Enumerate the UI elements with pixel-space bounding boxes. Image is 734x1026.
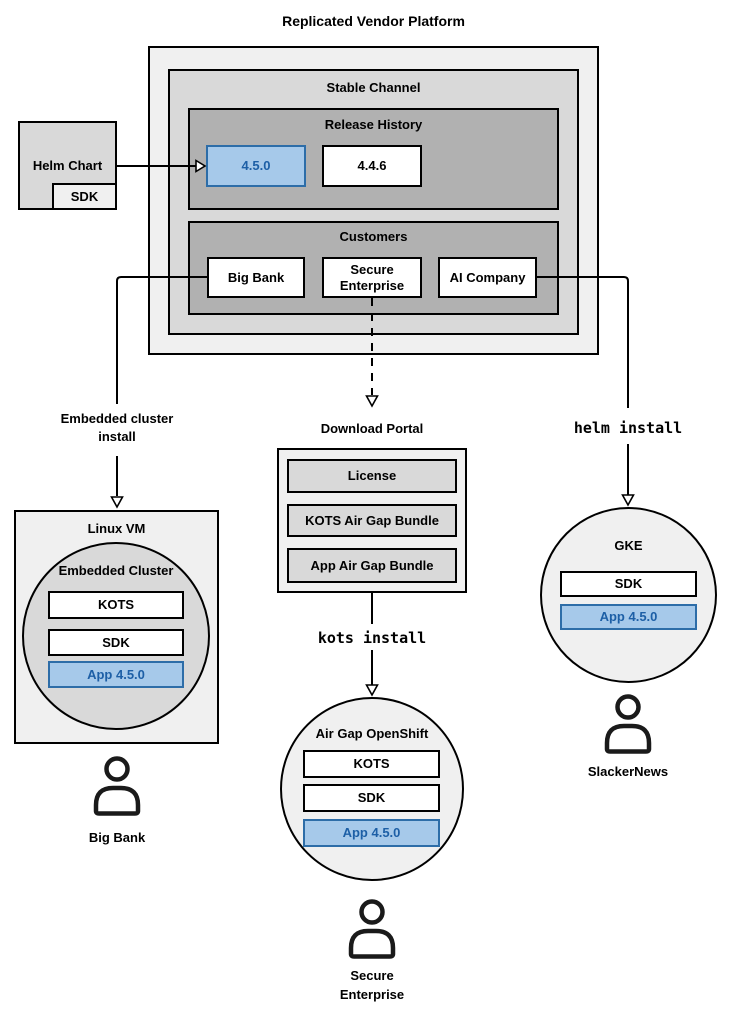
release-4-5-0: 4.5.0 [206,145,306,187]
person-icon [93,756,141,816]
linux-vm-sdk-box: SDK [48,629,184,656]
customer-ai-company: AI Company [438,257,537,298]
customer-secure-enterprise: Secure Enterprise [322,257,422,298]
openshift-kots-box: KOTS [303,750,440,778]
helm-chart-label: Helm Chart [32,158,103,173]
download-portal-item-kots-airgap-bundle: KOTS Air Gap Bundle [287,504,457,537]
gke-sdk-box: SDK [560,571,697,597]
download-portal-item-app-airgap-bundle: App Air Gap Bundle [287,548,457,583]
linux-vm-app-box: App 4.5.0 [48,661,184,688]
user-label-big-bank: Big Bank [88,830,146,845]
openshift-sdk-box: SDK [303,784,440,812]
arrowhead-down-icon [621,494,635,507]
helm-chart-sdk-box: SDK [52,183,117,210]
openshift-app-box: App 4.5.0 [303,819,440,847]
download-portal-item-license: License [287,459,457,493]
edge-label-helm-install: helm install [573,419,683,437]
person-icon [348,899,396,959]
customer-big-bank: Big Bank [207,257,305,298]
user-label-secure-enterprise: Secure Enterprise [339,968,405,1002]
arrowhead-down-icon [365,395,379,408]
arrowhead-down-icon [365,684,379,697]
release-4-4-6: 4.4.6 [322,145,422,187]
customers-label: Customers [339,229,408,244]
stable-channel-label: Stable Channel [326,80,421,95]
download-portal-label: Download Portal [320,421,424,436]
linux-vm-kots-box: KOTS [48,591,184,619]
edge-label-kots-install: kots install [317,629,427,647]
air-gap-openshift-label: Air Gap OpenShift [315,726,429,741]
diagram-title: Replicated Vendor Platform [282,13,465,29]
gke-label: GKE [614,538,643,553]
arrowhead-down-icon [110,496,124,509]
person-icon [604,694,652,754]
release-history-label: Release History [324,117,423,132]
linux-vm-label: Linux VM [87,521,146,536]
user-label-slackernews: SlackerNews [587,764,669,779]
edge-label-embedded-cluster-install: Embedded cluster install [60,411,174,444]
embedded-cluster-label: Embedded Cluster [58,563,174,578]
gke-app-box: App 4.5.0 [560,604,697,630]
